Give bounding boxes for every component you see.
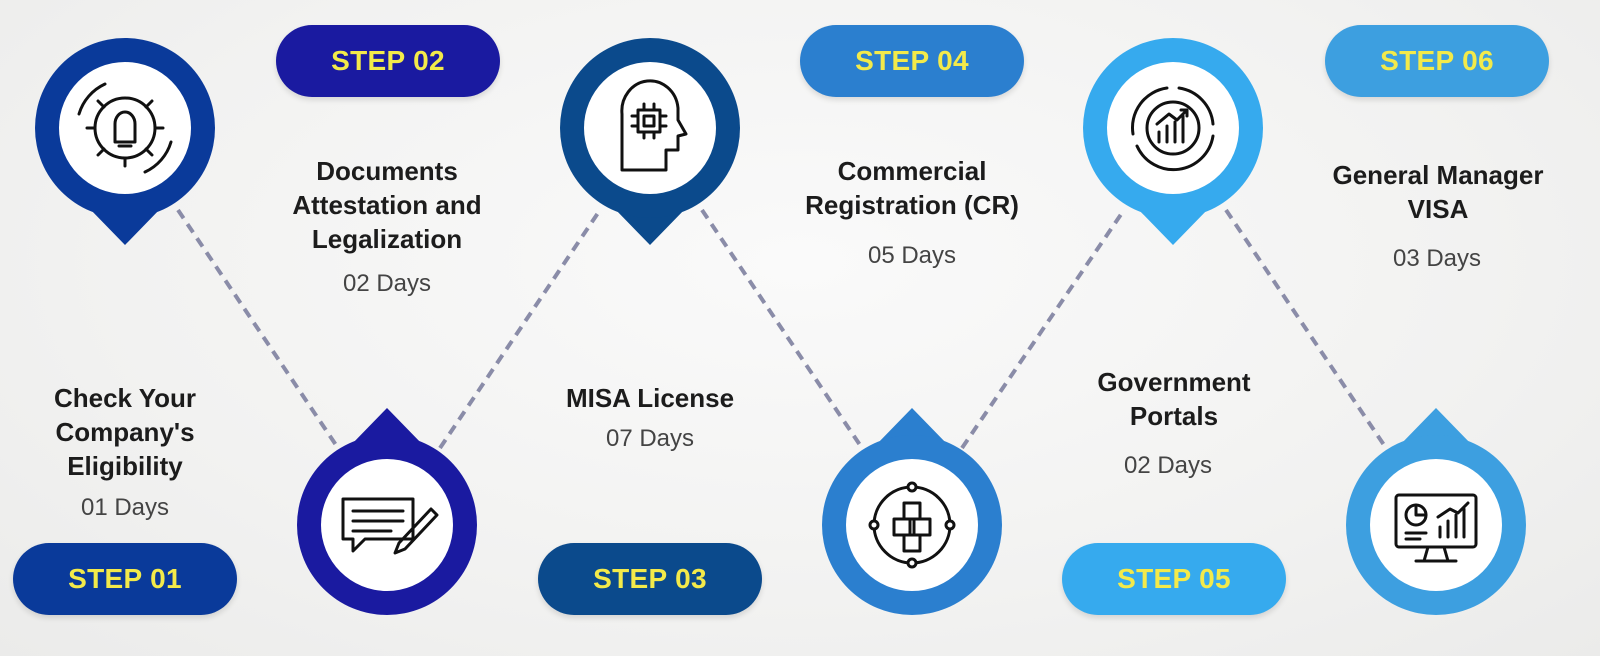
step-1-marker <box>35 38 215 245</box>
connectors <box>176 208 1388 450</box>
step-5-duration: 02 Days <box>1123 452 1213 479</box>
step-6-title: General Manager VISA <box>1332 160 1544 224</box>
step-06-badge: STEP 06 <box>1325 25 1549 97</box>
document-edit-icon <box>341 497 439 555</box>
step-05-badge: STEP 05 <box>1062 543 1286 615</box>
step-2-marker <box>297 408 477 615</box>
step-4-marker <box>822 408 1002 615</box>
step-1-title: Check Your Company's Eligibility <box>53 383 197 481</box>
step-4-title: Commercial Registration (CR) <box>805 156 1019 220</box>
step-6-duration: 03 Days <box>1392 245 1482 272</box>
connector-1-2 <box>176 208 340 450</box>
step-3-marker <box>560 38 740 245</box>
step-1-duration: 01 Days <box>80 494 170 521</box>
step-6-marker <box>1346 408 1526 615</box>
step-3-title: MISA License <box>565 383 735 413</box>
step-01-badge: STEP 01 <box>13 543 237 615</box>
step-5-marker <box>1083 38 1263 245</box>
step-2-title: Documents Attestation and Legalization <box>292 156 482 254</box>
step-02-badge: STEP 02 <box>276 25 500 97</box>
connector-3-4 <box>700 208 864 450</box>
ai-head-chip-icon <box>620 79 688 172</box>
step-2-duration: 02 Days <box>342 270 432 297</box>
step-5-title: Government Portals <box>1097 367 1251 431</box>
step-4-duration: 05 Days <box>867 242 957 269</box>
connector-4-5 <box>960 208 1126 450</box>
step-04-badge: STEP 04 <box>800 25 1024 97</box>
blocks-network-icon <box>868 481 956 569</box>
connector-5-6 <box>1224 208 1388 450</box>
monitor-analytics-icon <box>1394 493 1478 563</box>
step-03-badge: STEP 03 <box>538 543 762 615</box>
chart-growth-icon <box>1131 86 1215 172</box>
step-3-duration: 07 Days <box>605 425 695 452</box>
innovation-gear-bulb-icon <box>77 82 173 174</box>
connector-2-3 <box>438 208 602 450</box>
